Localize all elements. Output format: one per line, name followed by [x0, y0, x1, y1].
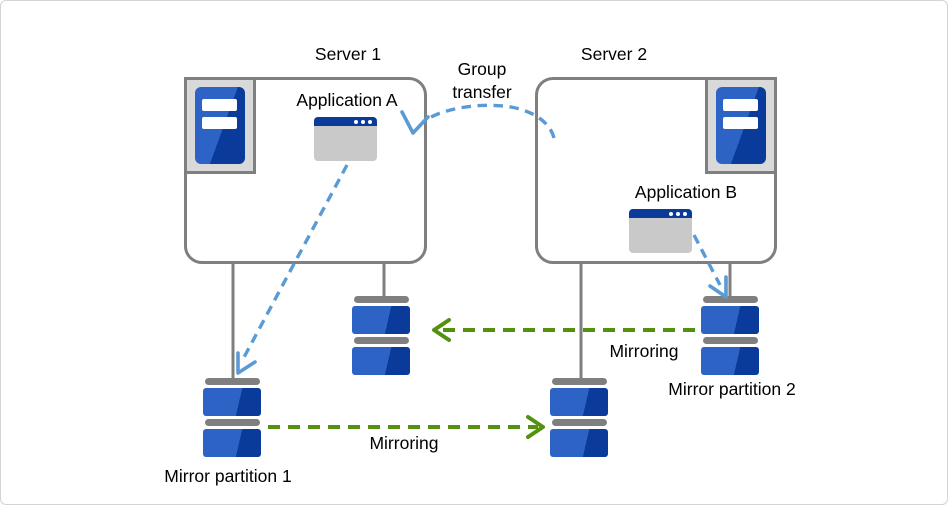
application-b-label: Application B	[634, 182, 738, 202]
window-dot	[669, 211, 673, 216]
server1-label: Server 1	[314, 44, 382, 64]
disk-platter	[203, 429, 261, 457]
server-led-bar	[723, 99, 758, 111]
window-dot	[361, 119, 365, 124]
application-a-window-icon	[314, 117, 377, 161]
disk-cap	[204, 378, 260, 385]
server-led-bar	[202, 117, 237, 129]
server2-internal-disk-icon	[550, 378, 608, 457]
disk-platter	[203, 388, 261, 416]
disk-platter	[550, 429, 608, 457]
window-titlebar	[629, 209, 692, 218]
server-tower-body	[716, 87, 766, 164]
disk-platter	[352, 347, 410, 375]
disk-platter	[701, 347, 759, 375]
server1-tower-icon	[184, 77, 256, 174]
app-b-arrowhead	[708, 275, 728, 299]
disk-cap	[353, 296, 409, 303]
server2-tower-icon	[705, 77, 777, 174]
application-b-window-icon	[629, 209, 692, 253]
mirror-partition-1-disk-icon	[203, 378, 261, 457]
mirroring-lower-arrowhead	[526, 415, 545, 439]
application-a-label: Application A	[296, 90, 398, 110]
window-dot	[368, 119, 372, 124]
window-dot	[683, 211, 687, 216]
server-led-bar	[723, 117, 758, 129]
server2-label: Server 2	[580, 44, 648, 64]
mirroring-upper-label: Mirroring	[609, 341, 679, 361]
window-titlebar	[314, 117, 377, 126]
group-transfer-label: Group transfer	[412, 58, 552, 104]
disk-cap	[551, 378, 607, 385]
mirror-partition-2-disk-icon	[701, 296, 759, 375]
disk-separator	[353, 337, 409, 344]
disk-separator	[702, 337, 758, 344]
mirroring-lower-label: Mirroring	[369, 433, 439, 453]
disk-platter	[701, 306, 759, 334]
server-tower-body	[195, 87, 245, 164]
window-dot	[354, 119, 358, 124]
server-led-bar	[202, 99, 237, 111]
disk-separator	[204, 419, 260, 426]
server1-internal-disk-icon	[352, 296, 410, 375]
mirror-partition-1-label: Mirror partition 1	[164, 466, 292, 486]
mirroring-upper-arrowhead	[432, 318, 451, 342]
disk-separator	[551, 419, 607, 426]
disk-platter	[550, 388, 608, 416]
window-dot	[676, 211, 680, 216]
mirror-partition-2-label: Mirror partition 2	[668, 379, 796, 399]
group-transfer-label-line2: transfer	[452, 82, 512, 102]
app-a-arrowhead	[236, 351, 257, 375]
disk-cap	[702, 296, 758, 303]
disk-platter	[352, 306, 410, 334]
group-transfer-label-line1: Group	[457, 59, 507, 79]
